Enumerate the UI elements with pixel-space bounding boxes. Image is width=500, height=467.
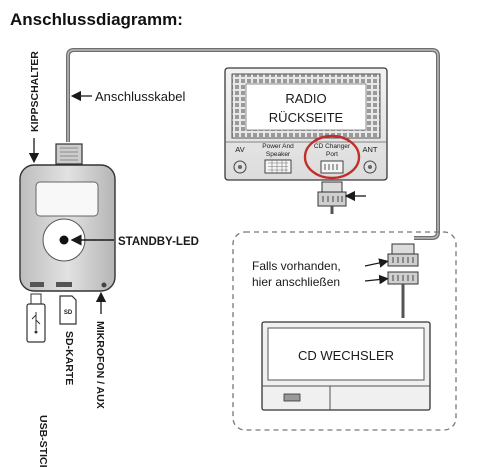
cd-changer-label: CD WECHSLER <box>298 348 394 363</box>
page-title: Anschlussdiagramm: <box>10 10 183 29</box>
svg-text:SD: SD <box>64 310 73 316</box>
radio-plug-icon <box>317 181 347 214</box>
standby-led-label: STANDBY-LED <box>118 236 199 248</box>
interface-device <box>19 143 116 292</box>
cd-changer-port-icon <box>320 160 344 174</box>
sd-card-icon: SD <box>59 295 77 325</box>
anschlusskabel-label: Anschlusskabel <box>95 89 185 104</box>
kippschalter-label: KIPPSCHALTER <box>29 51 41 132</box>
radio-power-line1: Power And <box>262 143 294 150</box>
falls-text-line2: hier anschließen <box>252 275 340 289</box>
cd-connector-plug-icon <box>387 243 419 318</box>
radio-cd-line1: CD Changer <box>314 143 351 150</box>
radio-ant-label: ANT <box>363 145 378 154</box>
falls-text-line1: Falls vorhanden, <box>252 259 341 273</box>
radio-title-line1: RADIO <box>285 91 326 106</box>
cd-changer-port-icon <box>283 393 301 402</box>
cd-changer-unit: CD WECHSLER <box>261 321 431 411</box>
sd-card-label: SD-KARTE <box>63 331 75 385</box>
radio-cd-line2: Port <box>326 151 338 158</box>
standby-led-icon <box>59 235 69 245</box>
radio-title-line2: RÜCKSEITE <box>269 110 344 125</box>
falls-arrow-1 <box>364 258 389 268</box>
mikrofon-aux-label: MIKROFON / AUX <box>94 321 106 409</box>
highlight-circle <box>303 134 361 180</box>
usb-stick-icon <box>26 293 46 343</box>
optional-area-border <box>232 231 457 431</box>
radio-power-line2: Speaker <box>266 151 291 158</box>
usb-stick-label: USB-STICK <box>37 415 49 467</box>
device-connector-icon <box>55 143 83 165</box>
radio-back-unit: RADIO RÜCKSEITE AV Power And Speaker CD … <box>224 67 388 181</box>
falls-arrow-2 <box>364 274 389 285</box>
radio-av-label: AV <box>235 145 244 154</box>
